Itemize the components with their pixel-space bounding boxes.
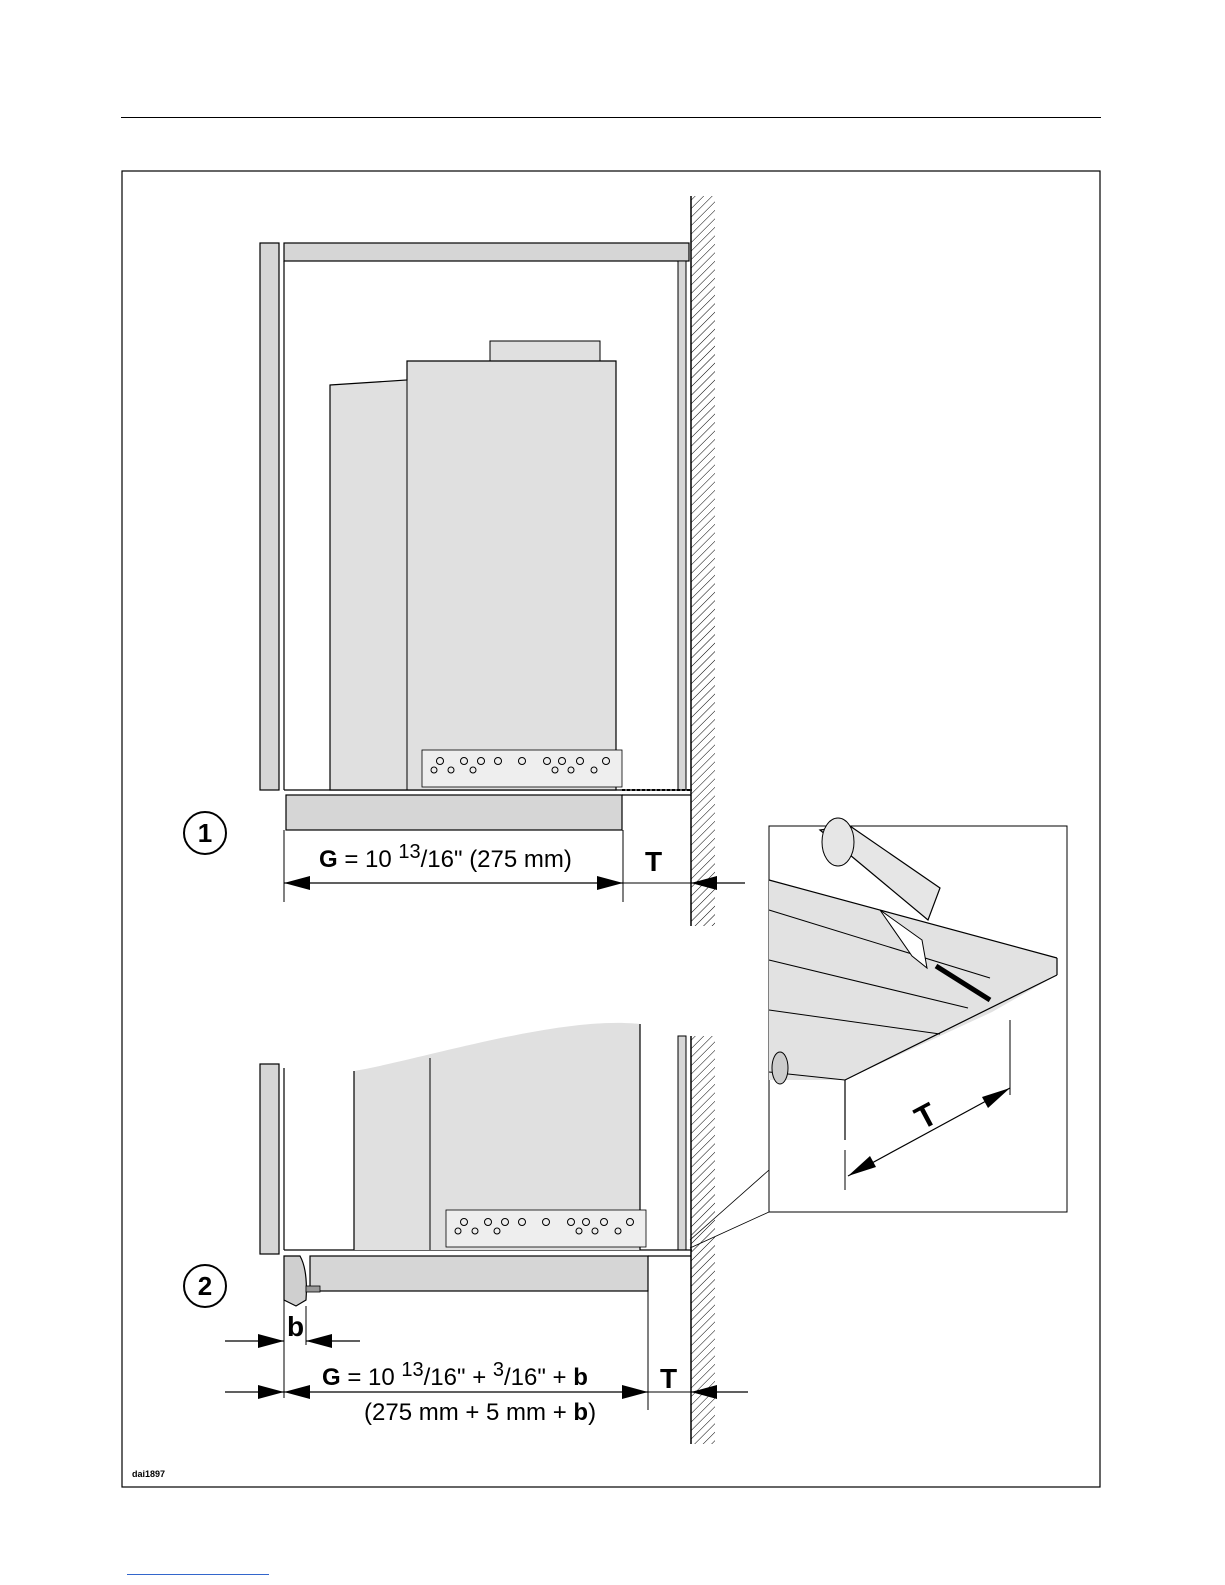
step2-metric-open: (275 mm + 5 mm + (364, 1399, 573, 1426)
step2-g-b: b (573, 1364, 588, 1391)
step1-drawing (260, 196, 745, 926)
wall-hatch-2 (691, 1036, 715, 1444)
step2-frac2-num: 3 (493, 1359, 504, 1381)
wall-hatch-1 (691, 196, 715, 926)
step-1-number: 1 (183, 811, 227, 855)
step1-t-label: T (645, 848, 662, 876)
footer-link-underline[interactable] (127, 1574, 269, 1575)
step-2-number: 2 (183, 1264, 227, 1308)
appliance-body-1 (330, 361, 616, 790)
cabinet-back-2 (678, 1036, 686, 1250)
step1-g-symbol: G (319, 846, 338, 873)
step1-g-frac-rest: /16" (275 mm) (421, 846, 572, 873)
step1-g-frac-num: 13 (398, 841, 420, 863)
step2-metric-dimension: (275 mm + 5 mm + b) (364, 1401, 596, 1425)
step2-metric-b: b (573, 1399, 588, 1426)
cabinet-side-left-1 (260, 243, 279, 790)
figure-code: dai1897 (132, 1470, 165, 1479)
step1-g-dimension: G = 10 13/16" (275 mm) (319, 848, 572, 872)
step2-t-label: T (660, 1365, 677, 1393)
detail-inset (690, 818, 1067, 1248)
cabinet-side-left-2 (260, 1064, 279, 1254)
step2-metric-close: ) (588, 1399, 596, 1426)
appliance-top-vent-1 (490, 341, 600, 361)
plinth-1 (286, 795, 622, 830)
step2-b-label: b (287, 1313, 304, 1341)
step2-g-symbol: G (322, 1364, 341, 1391)
plinth-profile (284, 1256, 306, 1306)
step2-frac1-rest: /16" + (424, 1364, 493, 1391)
step2-frac1-num: 13 (401, 1359, 423, 1381)
cabinet-back-1 (678, 261, 686, 790)
step2-g-dimension: G = 10 13/16" + 3/16" + b (322, 1366, 588, 1390)
step2-frac2-rest: /16" + (504, 1364, 573, 1391)
step2-g-part1: = 10 (341, 1364, 402, 1391)
plinth-2 (310, 1256, 648, 1291)
cabinet-top-1 (284, 243, 689, 261)
step1-g-value: = 10 (338, 846, 399, 873)
